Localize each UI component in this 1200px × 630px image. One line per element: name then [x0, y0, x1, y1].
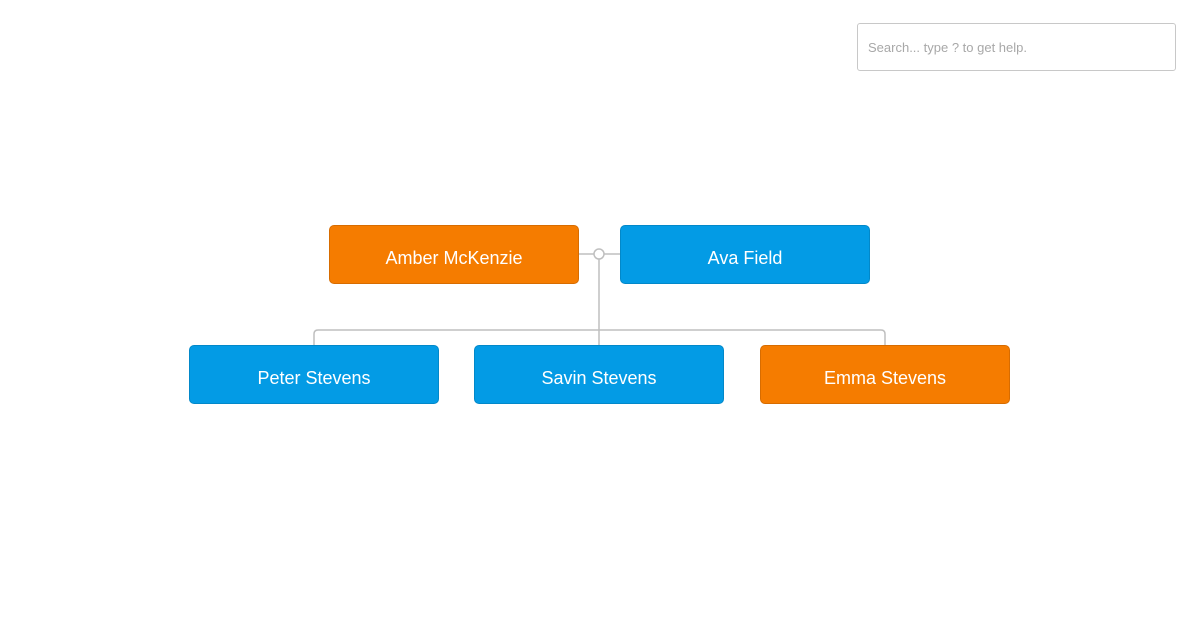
person-name: Peter Stevens — [257, 368, 371, 388]
person-node-peter-stevens[interactable]: Peter Stevens — [189, 345, 439, 404]
person-node-emma-stevens[interactable]: Emma Stevens — [760, 345, 1010, 404]
person-node-amber-mckenzie[interactable]: Amber McKenzie — [329, 225, 579, 284]
partner-junction-circle[interactable] — [593, 248, 605, 260]
person-name: Emma Stevens — [823, 368, 947, 388]
search-input[interactable] — [858, 24, 1175, 70]
person-node-ava-field[interactable]: Ava Field — [620, 225, 870, 284]
person-name: Amber McKenzie — [385, 248, 523, 268]
person-name: Ava Field — [707, 248, 783, 268]
person-node-savin-stevens[interactable]: Savin Stevens — [474, 345, 724, 404]
person-name: Savin Stevens — [541, 368, 657, 388]
search-box[interactable] — [857, 23, 1176, 71]
